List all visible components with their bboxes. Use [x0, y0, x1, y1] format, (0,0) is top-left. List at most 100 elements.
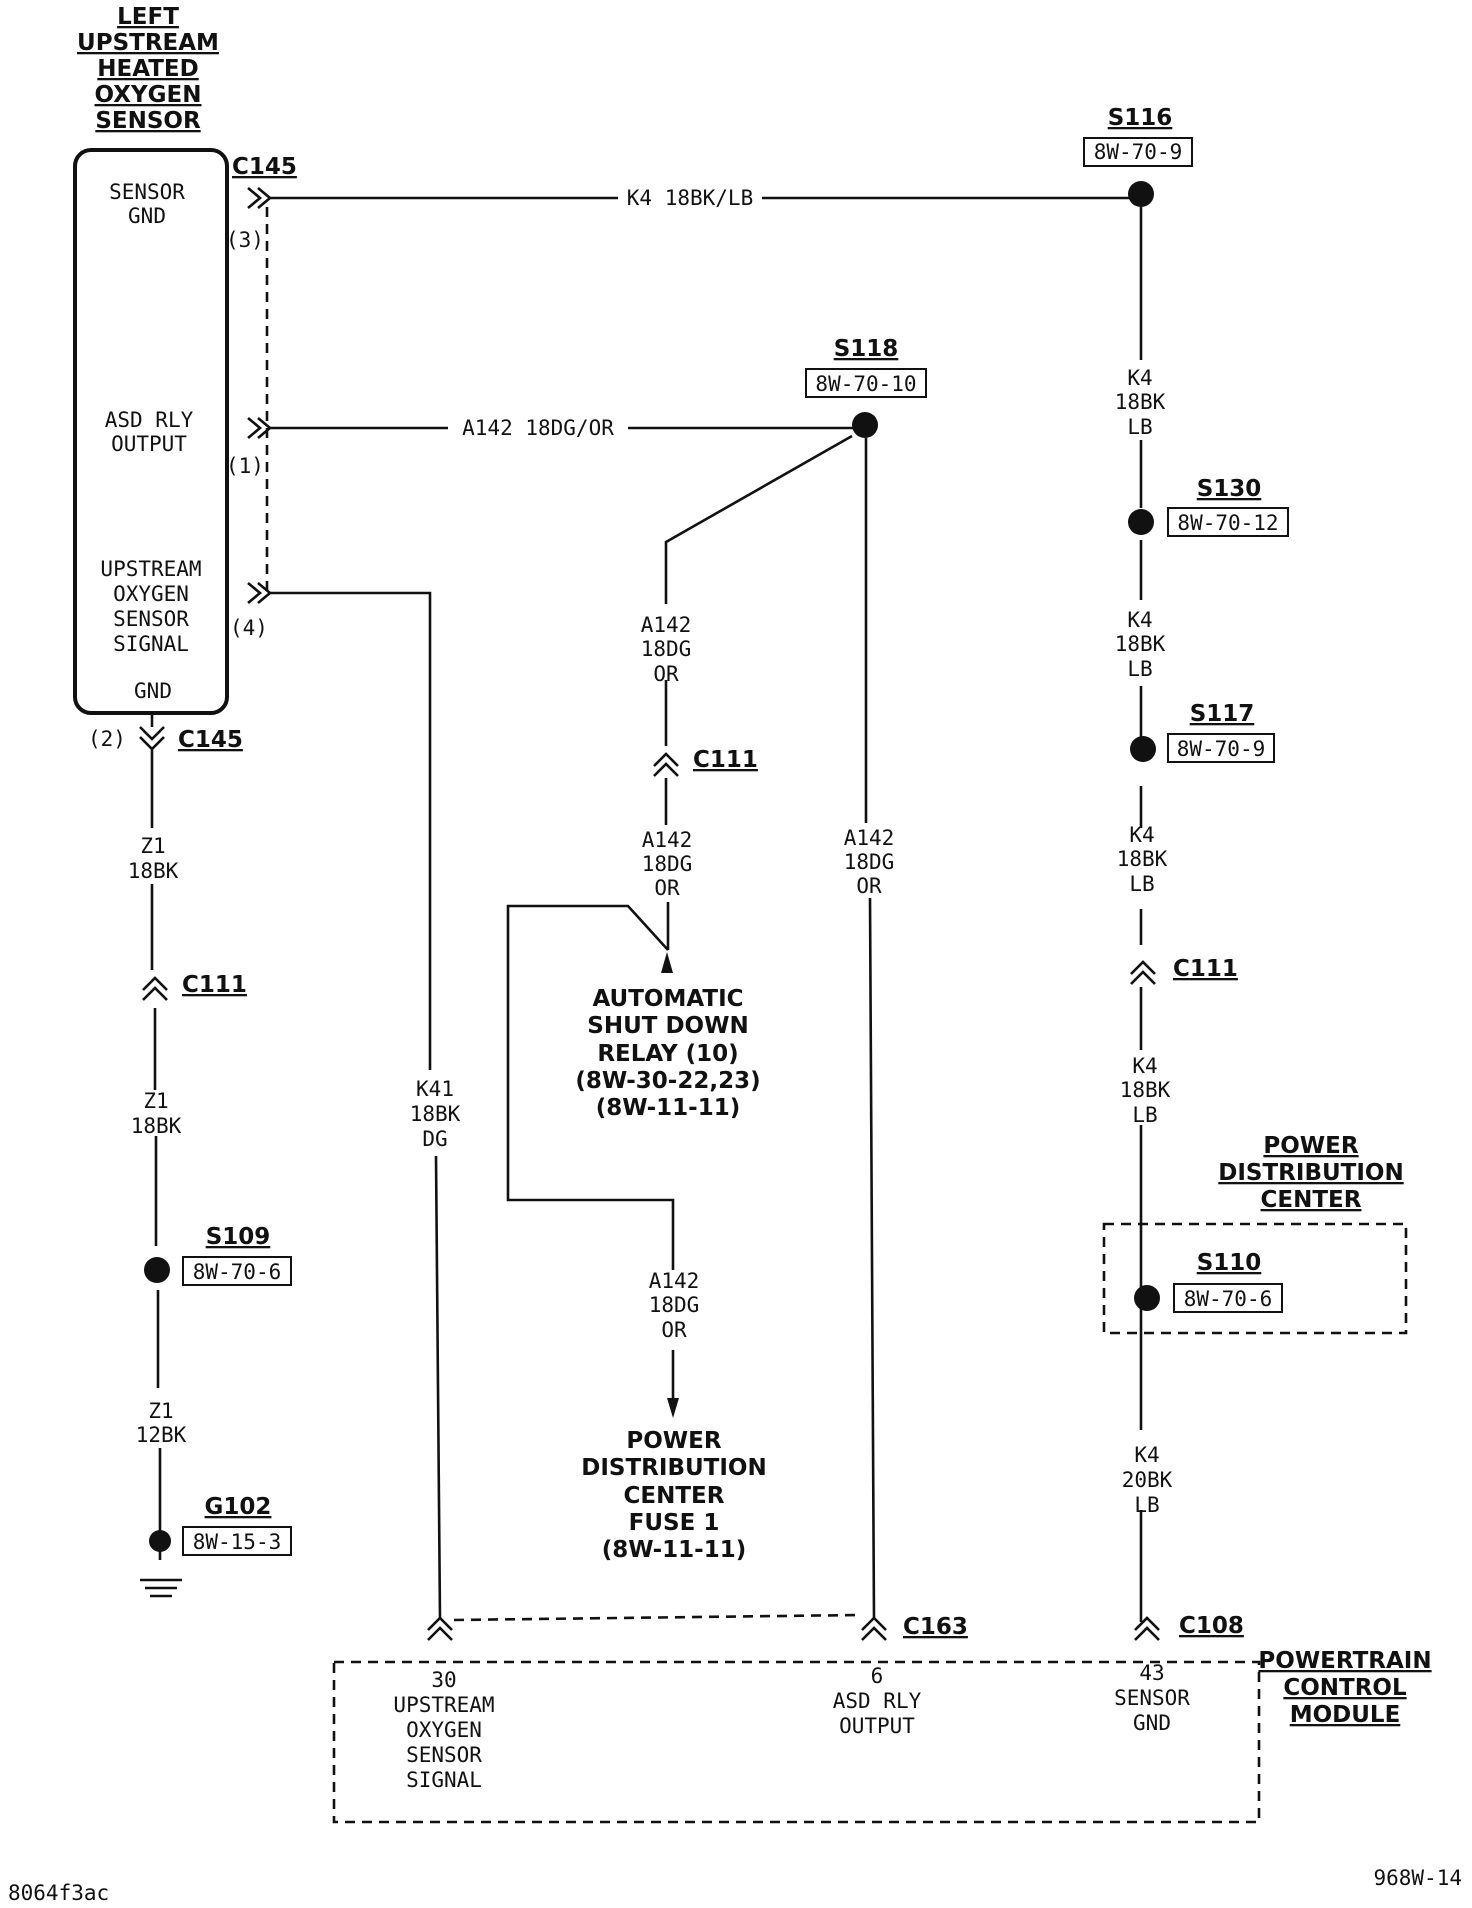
fuse-1: POWER	[626, 1428, 721, 1454]
wire-k4-top-label: K4 18BK/LB	[627, 186, 753, 210]
k4-c-1: K4	[1129, 823, 1154, 847]
a142-a-1: A142	[641, 613, 692, 637]
pcm-pin30-1: 30	[431, 1668, 456, 1692]
splice-s117-ref-box	[1167, 733, 1275, 763]
footer-page-ref: 968W-14	[1373, 1866, 1462, 1890]
k4-d-1: K4	[1132, 1054, 1157, 1078]
c111-left-symbol	[142, 976, 168, 1001]
sensor-title-3: HEATED	[97, 56, 198, 82]
pcm-pin43-3: GND	[1133, 1711, 1171, 1735]
relay-3: RELAY (10)	[597, 1041, 738, 1067]
pdc-title-2: DISTRIBUTION	[1218, 1160, 1403, 1186]
splice-s130-dot	[1128, 509, 1154, 535]
c163-pin30-symbol	[427, 1616, 453, 1641]
oxygen-sensor: LEFT UPSTREAM HEATED OXYGEN SENSOR SENSO…	[73, 4, 268, 751]
k4-e-1: K4	[1134, 1443, 1159, 1467]
pin-sensor-gnd-2: GND	[128, 204, 166, 228]
wire-a142-top-label: A142 18DG/OR	[462, 416, 614, 440]
sensor-title-4: OXYGEN	[95, 82, 202, 108]
relay-5: (8W-11-11)	[596, 1095, 740, 1121]
connector-c111-right: C111	[1173, 956, 1238, 982]
pcm-pin43-1: 43	[1139, 1661, 1164, 1685]
connector-c111-mid: C111	[693, 747, 758, 773]
fuse-3: CENTER	[624, 1483, 725, 1509]
a142-d-3: OR	[661, 1318, 687, 1342]
relay-4: (8W-30-22,23)	[575, 1068, 760, 1094]
c163-dashed-link	[453, 1613, 861, 1622]
pcm-title-3: MODULE	[1290, 1702, 1401, 1728]
wire-k41	[270, 591, 442, 1621]
z1-c-1: Z1	[148, 1399, 173, 1423]
splice-s116-dot	[1128, 181, 1154, 207]
pcm-pin30-3: OXYGEN	[406, 1718, 482, 1742]
a142-d-1: A142	[649, 1269, 700, 1293]
splice-s109-id: S109	[206, 1224, 271, 1250]
splice-g102-ref-box	[182, 1526, 292, 1556]
pcm-title-1: POWERTRAIN	[1258, 1648, 1431, 1674]
a142-b-1: A142	[642, 828, 693, 852]
connector-c111-left: C111	[182, 972, 247, 998]
pdc-title-1: POWER	[1263, 1133, 1358, 1159]
cavity-4: (4)	[230, 616, 268, 640]
sensor-title-2: UPSTREAM	[77, 30, 219, 56]
connector-c145-bottom: C145	[178, 727, 243, 753]
cavity-1: (1)	[226, 454, 264, 478]
pcm-pin6-1: 6	[871, 1664, 884, 1688]
splice-s110-ref: 8W-70-6	[1184, 1287, 1273, 1311]
sensor-title-1: LEFT	[117, 4, 179, 30]
sensor-title-5: SENSOR	[95, 108, 201, 134]
splice-s116-ref-box	[1083, 137, 1193, 167]
relay-1: AUTOMATIC	[592, 986, 743, 1012]
cavity-3: (3)	[226, 228, 264, 252]
pin-signal-3: SENSOR	[113, 607, 189, 631]
pdc-title-3: CENTER	[1261, 1187, 1362, 1213]
z1-a-1: Z1	[140, 834, 165, 858]
k41-1: K41	[416, 1077, 454, 1101]
wire-z1-chain	[150, 713, 162, 1560]
fuse-2: DISTRIBUTION	[581, 1455, 766, 1481]
k4-b-1: K4	[1127, 608, 1152, 632]
connector-c145-top: C145	[232, 154, 297, 180]
fuse-5: (8W-11-11)	[602, 1537, 746, 1563]
pin-signal-1: UPSTREAM	[100, 557, 201, 581]
pin-asd-rly-2: OUTPUT	[111, 432, 187, 456]
splice-s130-id: S130	[1197, 476, 1262, 502]
splice-s116-ref: 8W-70-9	[1094, 140, 1183, 164]
pcm-dashed-box	[332, 1660, 1261, 1824]
wire-a142-to-relay	[664, 434, 853, 950]
pin-asd-rly-1: ASD RLY	[105, 408, 194, 432]
k4-a-2: 18BK	[1115, 390, 1166, 414]
splice-s130-ref-box	[1167, 507, 1289, 537]
pin-sensor-gnd-1: SENSOR	[109, 180, 185, 204]
a142-a-3: OR	[653, 662, 679, 686]
a142-b-2: 18DG	[642, 852, 693, 876]
splice-s110-dot	[1134, 1285, 1160, 1311]
c111-right-symbol	[1130, 960, 1156, 985]
z1-a-2: 18BK	[128, 859, 179, 883]
k4-a-3: LB	[1127, 415, 1152, 439]
pin-gnd: GND	[134, 679, 172, 703]
k4-e-2: 20BK	[1122, 1468, 1173, 1492]
connector-c108: C108	[1179, 1613, 1244, 1639]
splice-s118-dot	[852, 412, 878, 438]
pdc-dashed-box	[1102, 1222, 1408, 1335]
pcm-pin30-2: UPSTREAM	[393, 1693, 494, 1717]
splice-s117-id: S117	[1190, 701, 1255, 727]
footer-left-code: 8064f3ac	[8, 1881, 109, 1905]
pcm-pin30-5: SIGNAL	[406, 1768, 482, 1792]
k4-c-2: 18BK	[1117, 847, 1168, 871]
k41-2: 18BK	[410, 1102, 461, 1126]
wire-a142-to-c163	[864, 438, 876, 1621]
fuse-4: FUSE 1	[629, 1510, 720, 1536]
splice-s117-dot	[1130, 736, 1156, 762]
splice-g102-ref: 8W-15-3	[193, 1530, 282, 1554]
pin-signal-2: OXYGEN	[113, 582, 189, 606]
k4-c-3: LB	[1129, 872, 1154, 896]
a142-b-3: OR	[654, 876, 680, 900]
z1-b-1: Z1	[143, 1089, 168, 1113]
k4-b-3: LB	[1127, 657, 1152, 681]
splice-s110-id: S110	[1197, 1250, 1262, 1276]
pcm-pin30-4: SENSOR	[406, 1743, 482, 1767]
splice-g102-id: G102	[205, 1494, 272, 1520]
